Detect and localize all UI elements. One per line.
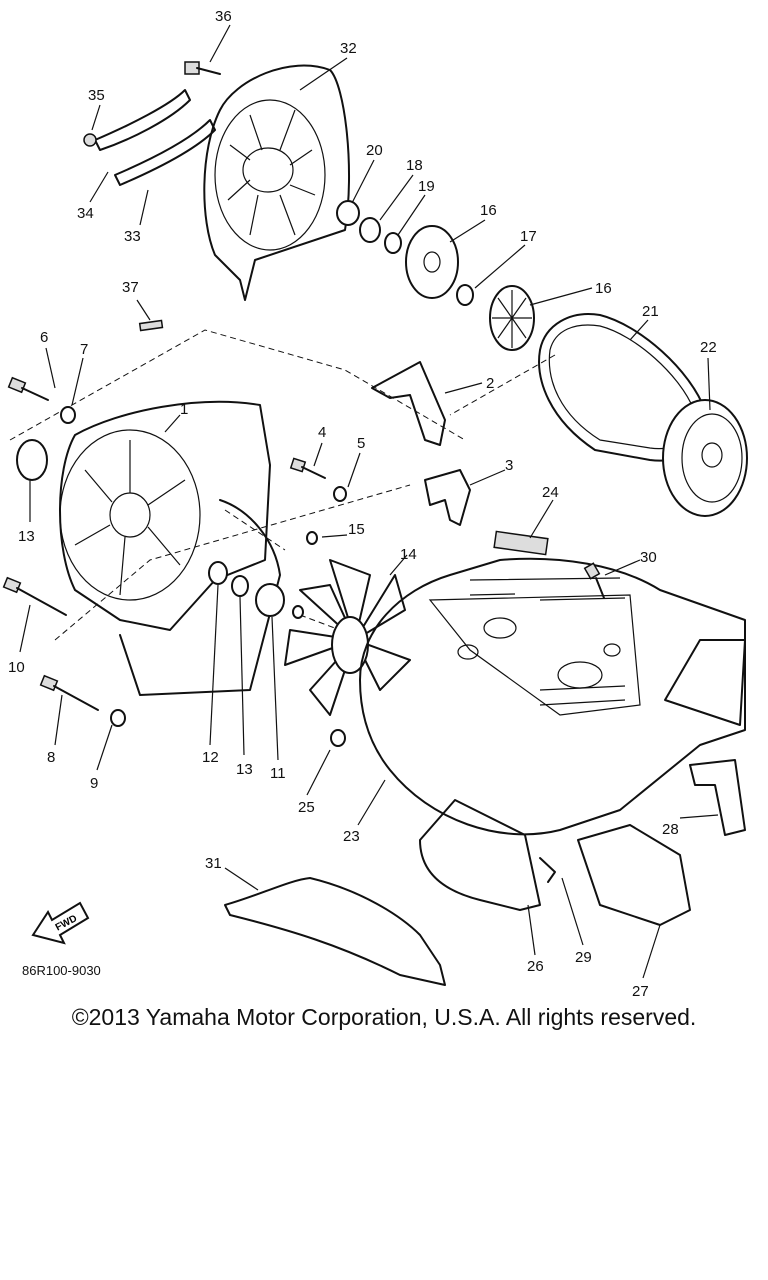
callout-13-right: 13 bbox=[236, 761, 253, 778]
callout-11: 11 bbox=[270, 765, 286, 782]
callout-17: 17 bbox=[520, 228, 537, 245]
callout-23: 23 bbox=[343, 828, 360, 845]
copyright-notice: ©2013 Yamaha Motor Corporation, U.S.A. A… bbox=[71, 1004, 697, 1030]
callout-27: 27 bbox=[632, 983, 649, 1000]
callout-37: 37 bbox=[122, 279, 139, 296]
callout-13-left: 13 bbox=[18, 528, 35, 545]
callout-9: 9 bbox=[90, 775, 98, 792]
callout-12: 12 bbox=[202, 749, 219, 766]
callout-2: 2 bbox=[486, 375, 494, 392]
callout-32: 32 bbox=[340, 40, 357, 57]
recoil-housing-part bbox=[203, 64, 350, 301]
callout-24: 24 bbox=[542, 484, 559, 501]
callout-20: 20 bbox=[366, 142, 383, 159]
callout-16-upper: 16 bbox=[480, 202, 497, 219]
callout-35: 35 bbox=[88, 87, 105, 104]
forward-arrow-icon: FWD bbox=[31, 901, 90, 945]
callout-30: 30 bbox=[640, 549, 657, 566]
callout-36: 36 bbox=[215, 8, 232, 25]
lower-bracket-part bbox=[224, 877, 446, 986]
bolt-part bbox=[184, 61, 221, 75]
figure-code: 86R100-9030 bbox=[22, 963, 101, 978]
exploded-parts-diagram: 36 32 35 20 18 19 16 17 34 33 37 16 21 2… bbox=[2, 8, 748, 1000]
callout-19: 19 bbox=[418, 178, 435, 195]
callout-34: 34 bbox=[77, 205, 94, 222]
callout-14: 14 bbox=[400, 546, 417, 563]
callout-4: 4 bbox=[318, 424, 326, 441]
pulley-stack-part bbox=[336, 200, 535, 351]
cooling-fan-part bbox=[284, 559, 411, 716]
lower-shield-parts bbox=[419, 759, 746, 926]
callout-31: 31 bbox=[205, 855, 222, 872]
callout-33: 33 bbox=[124, 228, 141, 245]
fastener-parts bbox=[2, 376, 605, 747]
callout-labels: 36 32 35 20 18 19 16 17 34 33 37 16 21 2… bbox=[8, 8, 717, 1000]
callout-26: 26 bbox=[527, 958, 544, 975]
callout-18: 18 bbox=[406, 157, 423, 174]
leader-lines bbox=[19, 24, 719, 979]
engine-shroud-part bbox=[359, 530, 746, 836]
strap-part bbox=[83, 89, 216, 186]
callout-29: 29 bbox=[575, 949, 592, 966]
callout-15: 15 bbox=[348, 521, 365, 538]
callout-21: 21 bbox=[642, 303, 659, 320]
callout-22: 22 bbox=[700, 339, 717, 356]
assembly-guide-lines bbox=[9, 329, 556, 641]
callout-7: 7 bbox=[80, 341, 88, 358]
callout-1: 1 bbox=[180, 401, 188, 418]
callout-5: 5 bbox=[357, 435, 365, 452]
drive-pulley-part bbox=[662, 399, 748, 517]
callout-28: 28 bbox=[662, 821, 679, 838]
callout-3: 3 bbox=[505, 457, 513, 474]
callout-6: 6 bbox=[40, 329, 48, 346]
callout-16-lower: 16 bbox=[595, 280, 612, 297]
callout-25: 25 bbox=[298, 799, 315, 816]
bracket-parts bbox=[138, 319, 471, 526]
callout-8: 8 bbox=[47, 749, 55, 766]
callout-10: 10 bbox=[8, 659, 25, 676]
fan-housing-part bbox=[59, 400, 281, 696]
